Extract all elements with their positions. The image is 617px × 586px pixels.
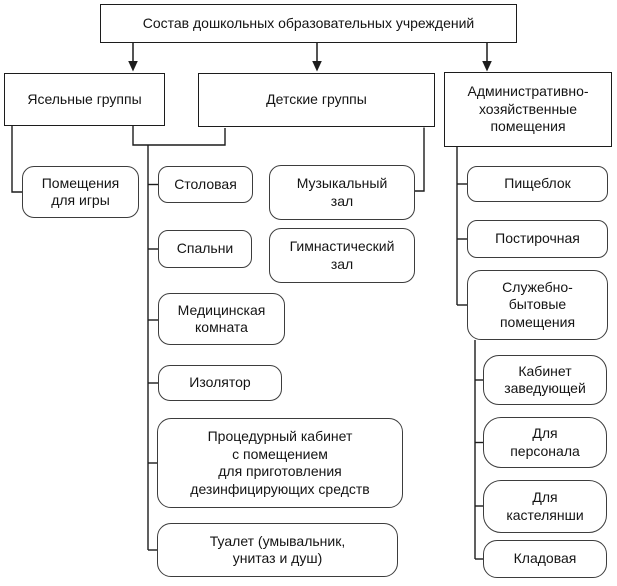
node-admin-premises: Административно- хозяйственные помещения xyxy=(444,72,612,147)
node-play-rooms: Помещения для игры xyxy=(22,166,139,218)
node-service-rooms: Служебно- бытовые помещения xyxy=(467,270,608,340)
node-music-hall: Музыкальный зал xyxy=(269,165,415,220)
arrow-down-icon xyxy=(128,43,492,72)
node-linen-keeper-room: Для кастелянши xyxy=(483,480,607,533)
node-laundry: Постирочная xyxy=(467,220,608,258)
node-bedrooms: Спальни xyxy=(158,230,252,268)
node-dining-room: Столовая xyxy=(158,166,253,203)
node-root: Состав дошкольных образовательных учрежд… xyxy=(100,4,517,43)
node-nursery-groups: Ясельные группы xyxy=(4,73,165,126)
node-kitchen-unit: Пищеблок xyxy=(467,166,608,202)
node-head-office: Кабинет заведующей xyxy=(483,355,607,405)
node-storeroom: Кладовая xyxy=(483,540,607,578)
node-children-groups: Детские группы xyxy=(198,73,435,127)
node-gym-hall: Гимнастический зал xyxy=(269,228,415,283)
node-isolation-room: Изолятор xyxy=(158,365,282,401)
node-toilet: Туалет (умывальник, унитаз и душ) xyxy=(157,523,398,577)
node-medical-room: Медицинская комната xyxy=(158,293,285,345)
node-procedure-room: Процедурный кабинет с помещением для при… xyxy=(157,418,403,508)
nursery-branch-connectors xyxy=(11,126,226,193)
node-staff-room: Для персонала xyxy=(483,417,607,468)
admin-branch-connectors xyxy=(456,147,483,560)
children-branch-connectors xyxy=(147,127,425,551)
